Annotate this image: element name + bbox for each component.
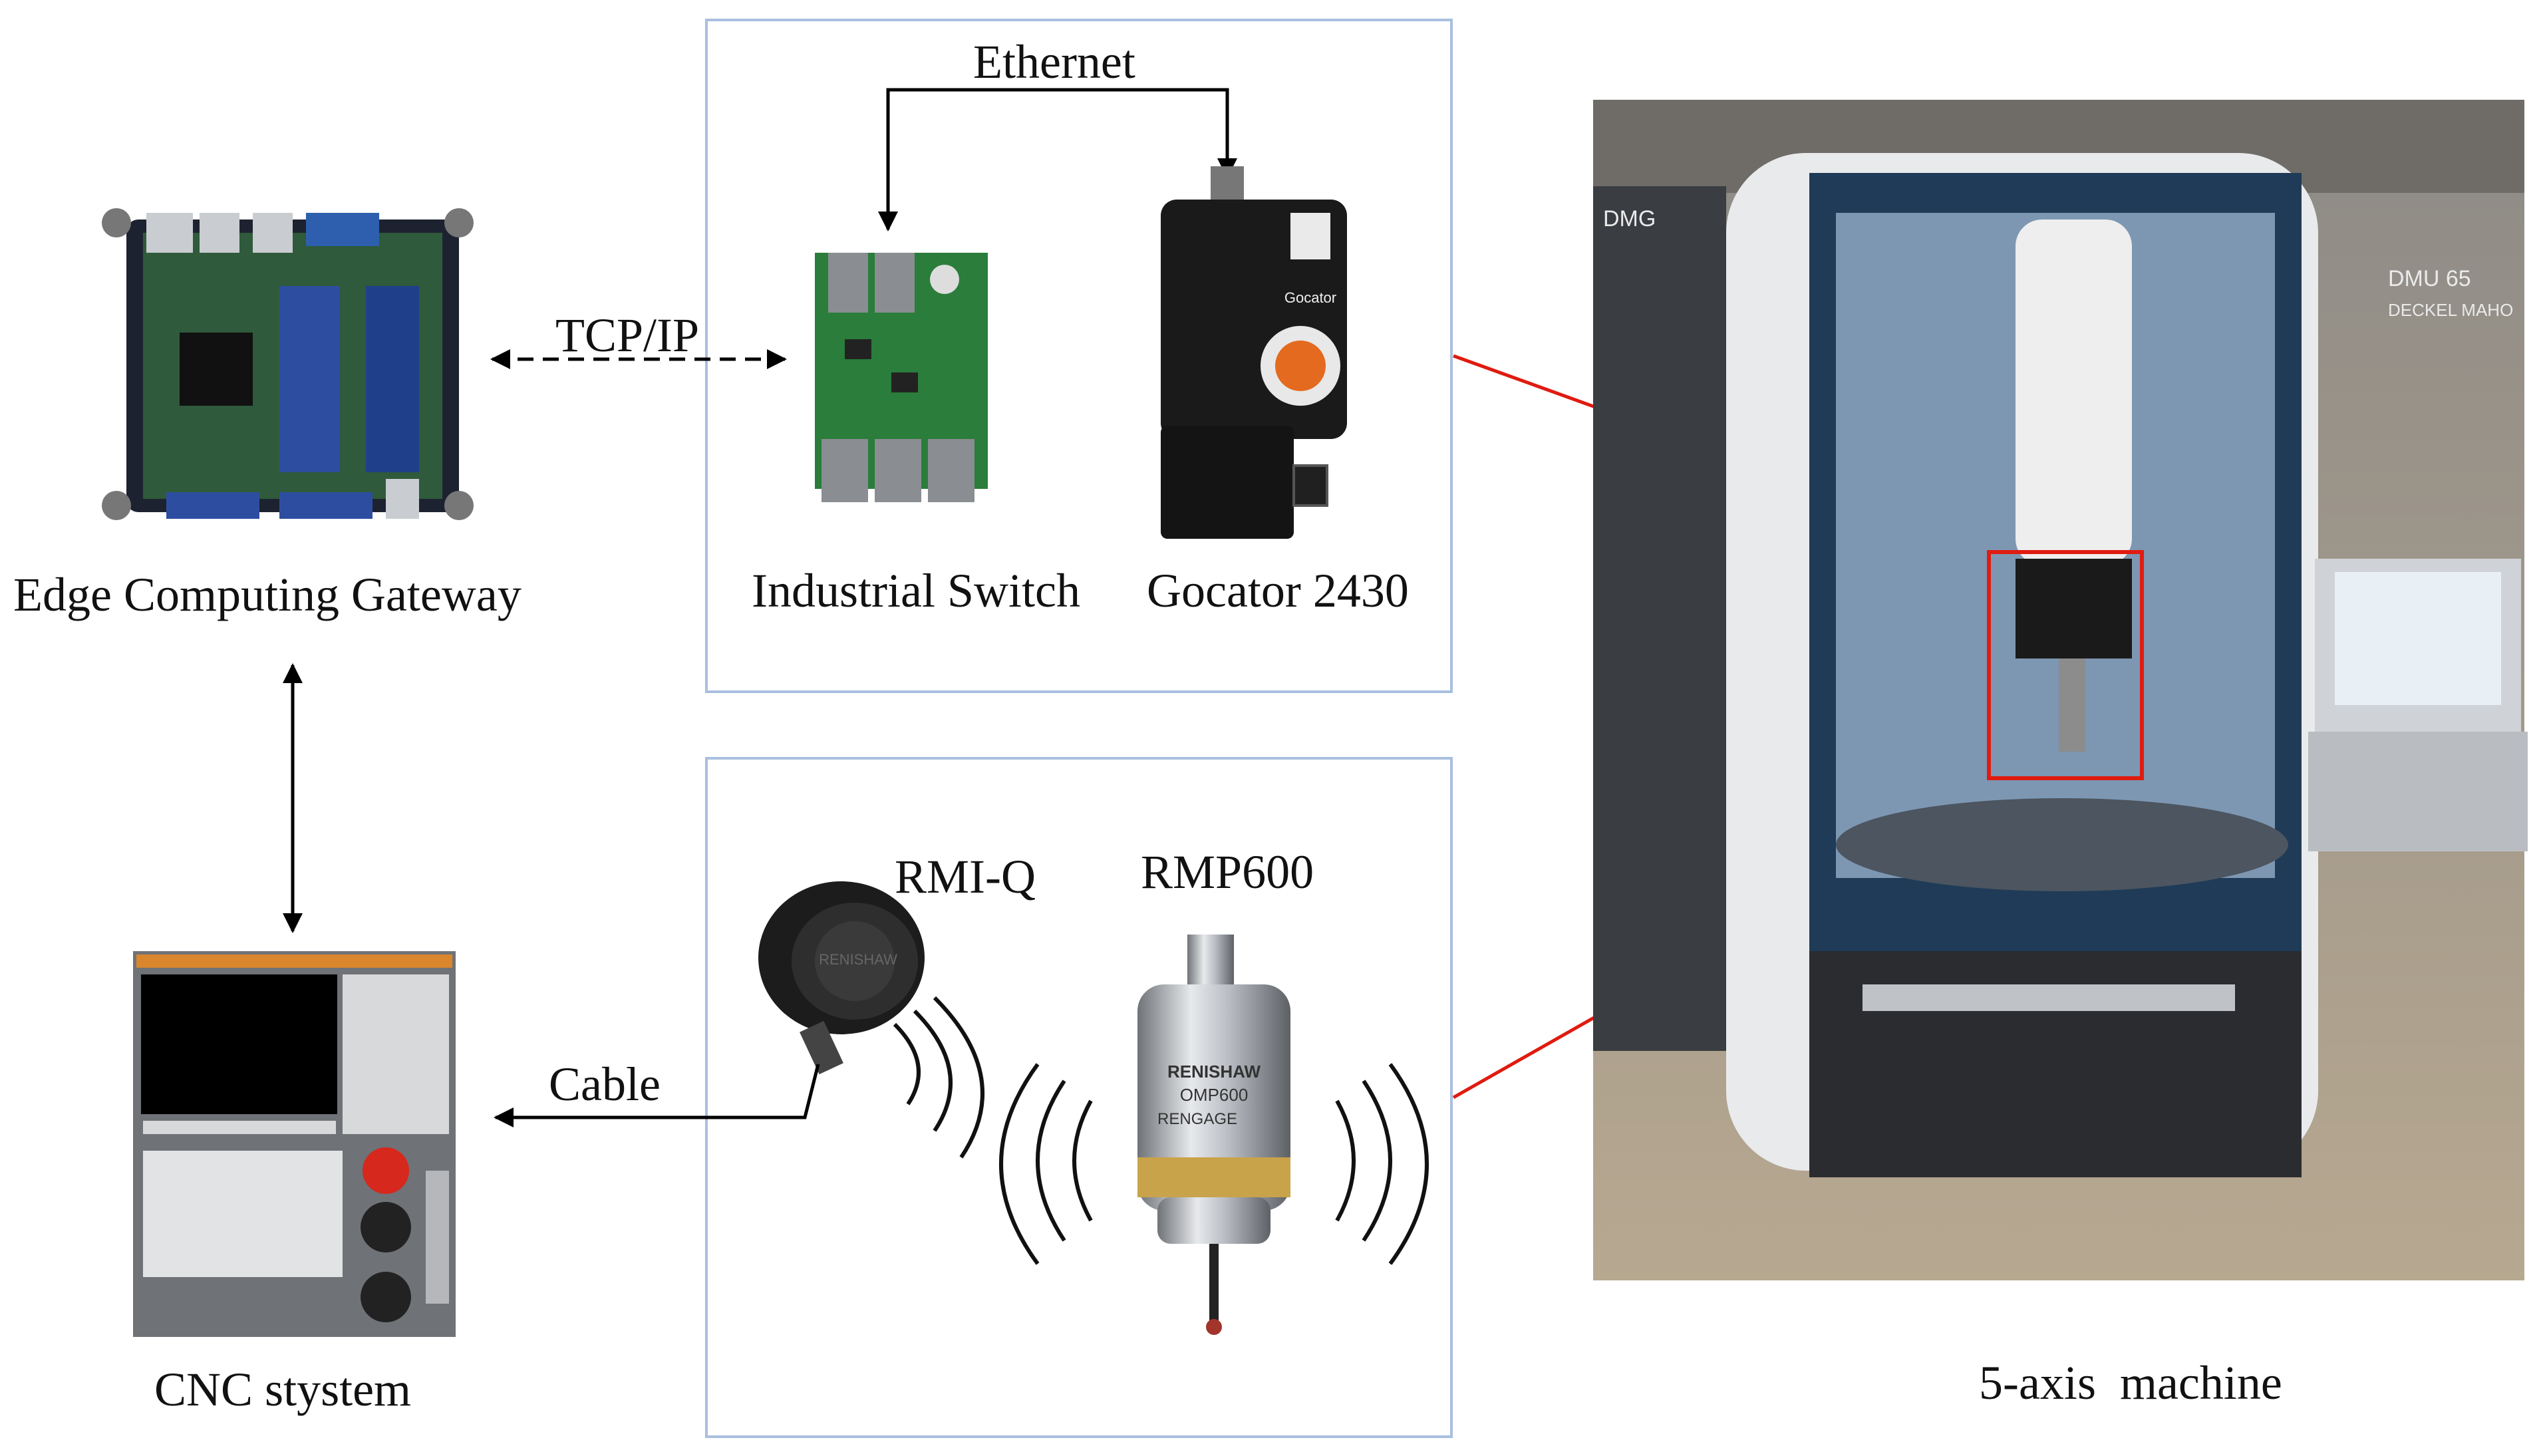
ethernet-label: Ethernet [973,35,1135,88]
probe-model-text: OMP600 [1180,1085,1249,1105]
rmp600-label: RMP600 [1141,845,1314,899]
machine-tool-icon [1593,100,2528,1280]
machine-maker-text: DECKEL MAHO [2388,300,2513,320]
switch-label: Industrial Switch [752,564,1080,617]
rmiq-brand-text: RENISHAW [819,951,897,968]
machine-model-text: DMU 65 [2388,266,2471,291]
focus-rectangle [1987,550,2144,780]
cable-label: Cable [549,1058,661,1111]
ethernet-link [886,88,1229,203]
network-switch-icon [815,253,988,502]
gocator-brand-text: Gocator [1284,289,1336,306]
cnc-controller-icon [133,951,456,1337]
rmiq-label: RMI-Q [895,850,1036,903]
gateway-label: Edge Computing Gateway [13,568,522,621]
touch-probe-icon [999,935,1429,1335]
receiver-icon [758,881,984,1159]
machine-label: 5-axis machine [1979,1356,2282,1409]
machine-brand-text: DMG [1603,206,1656,231]
probe-group-box [705,757,1453,1438]
circuit-board-icon [102,208,474,520]
cnc-label: CNC stystem [154,1363,412,1416]
gocator-label: Gocator 2430 [1147,564,1409,617]
tcpip-label: TCP/IP [555,309,700,362]
laser-sensor-icon [1161,166,1347,539]
probe-brand-text: RENISHAW [1167,1062,1261,1082]
cable-link [494,1064,820,1127]
probe-series-text: RENGAGE [1157,1110,1237,1128]
